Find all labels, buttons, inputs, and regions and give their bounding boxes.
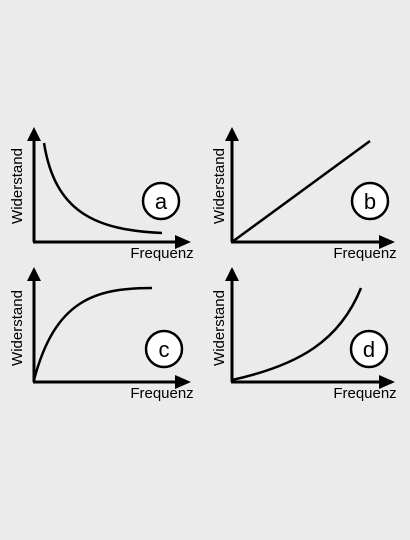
graph-label: b: [364, 189, 376, 214]
x-axis-arrow-icon: [175, 375, 191, 389]
x-axis-arrow-icon: [379, 235, 395, 249]
label-circle: [350, 181, 390, 221]
y-axis-arrow-icon: [225, 267, 239, 281]
x-axis-arrow-icon: [379, 375, 395, 389]
curve-d: [231, 287, 363, 382]
label-circle: [144, 329, 184, 369]
y-axis-arrow-icon: [27, 127, 41, 141]
y-axis-label: Widerstand: [9, 148, 26, 224]
x-axis-label: Frequenz: [130, 385, 193, 402]
graph-label: a: [155, 189, 168, 214]
curve-b: [231, 139, 371, 244]
x-axis-label: Frequenz: [333, 385, 396, 402]
graph-c: c Frequenz Widerstand: [9, 267, 194, 402]
graph-label: d: [363, 337, 375, 362]
graph-label: c: [159, 337, 170, 362]
label-circle: [141, 181, 181, 221]
curve-a: [42, 142, 163, 235]
y-axis-label: Widerstand: [211, 148, 228, 224]
graph-b: b Frequenz Widerstand: [211, 127, 397, 262]
y-axis-arrow-icon: [27, 267, 41, 281]
label-circle: [349, 329, 389, 369]
y-axis-label: Widerstand: [9, 290, 26, 366]
x-axis-label: Frequenz: [130, 245, 193, 262]
x-axis-label: Frequenz: [333, 245, 396, 262]
graph-a: a Frequenz Widerstand: [9, 127, 194, 262]
graph-d: d Frequenz Widerstand: [211, 267, 397, 402]
x-axis-arrow-icon: [175, 235, 191, 249]
y-axis-label: Widerstand: [211, 290, 228, 366]
y-axis-arrow-icon: [225, 127, 239, 141]
curve-c: [32, 286, 153, 381]
